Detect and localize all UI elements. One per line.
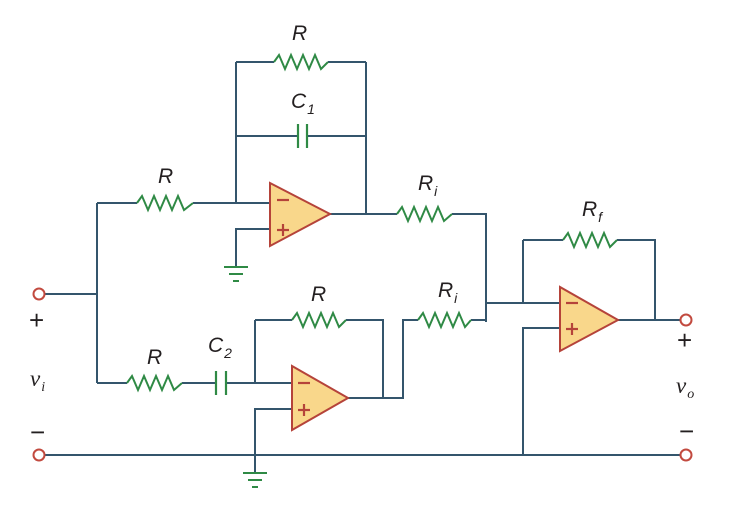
op-amp-2 bbox=[291, 364, 351, 432]
resistor-feedback-top bbox=[273, 52, 329, 72]
label-r-input-top: R bbox=[158, 165, 173, 188]
label-r-input-bottom: R bbox=[147, 346, 162, 369]
wires bbox=[40, 61, 680, 472]
resistor-ri-bottom bbox=[417, 310, 472, 330]
label-ri-bottom: Ri bbox=[438, 279, 458, 306]
resistor-feedback-mid bbox=[291, 310, 347, 330]
input-plus-sign: + bbox=[29, 305, 44, 335]
label-r-feedback-top: R bbox=[292, 22, 307, 45]
label-c2: C2 bbox=[208, 334, 232, 361]
op-amp-3 bbox=[559, 285, 621, 353]
resistor-ri-top bbox=[396, 204, 453, 224]
resistor-rf bbox=[562, 230, 618, 250]
label-ri-top: Ri bbox=[418, 172, 438, 199]
wire-oa3-plus bbox=[522, 327, 560, 455]
capacitor-c2 bbox=[214, 371, 228, 395]
output-terminal-bottom bbox=[679, 448, 693, 462]
wire-fb3-r-right bbox=[617, 239, 656, 320]
label-vo: vo bbox=[676, 373, 694, 402]
wire-fb2-r-right bbox=[346, 319, 384, 398]
label-rf: Rf bbox=[582, 198, 604, 225]
ground-symbol-2 bbox=[243, 472, 267, 488]
ground-symbol-1 bbox=[224, 266, 248, 282]
label-r-feedback-mid: R bbox=[311, 283, 326, 306]
label-vi: vi bbox=[30, 366, 45, 395]
label-c1: C1 bbox=[291, 90, 315, 117]
output-plus-sign: + bbox=[677, 325, 692, 355]
wire-oa2-plus-gnd bbox=[254, 408, 292, 472]
op-amp-1 bbox=[269, 181, 333, 248]
input-terminal-top bbox=[32, 287, 46, 301]
resistor-input-top bbox=[136, 193, 194, 213]
resistor-input-bottom bbox=[126, 373, 183, 393]
wire-oa2-out bbox=[348, 319, 418, 399]
output-terminal-top bbox=[679, 313, 693, 327]
capacitor-c1 bbox=[296, 124, 309, 148]
wire-ri-top-right bbox=[452, 213, 487, 322]
resistors bbox=[126, 52, 618, 393]
output-minus-sign: − bbox=[679, 416, 694, 446]
wire-oa1-plus-gnd bbox=[235, 228, 270, 266]
input-terminal-bottom bbox=[32, 448, 46, 462]
input-minus-sign: − bbox=[30, 417, 45, 447]
